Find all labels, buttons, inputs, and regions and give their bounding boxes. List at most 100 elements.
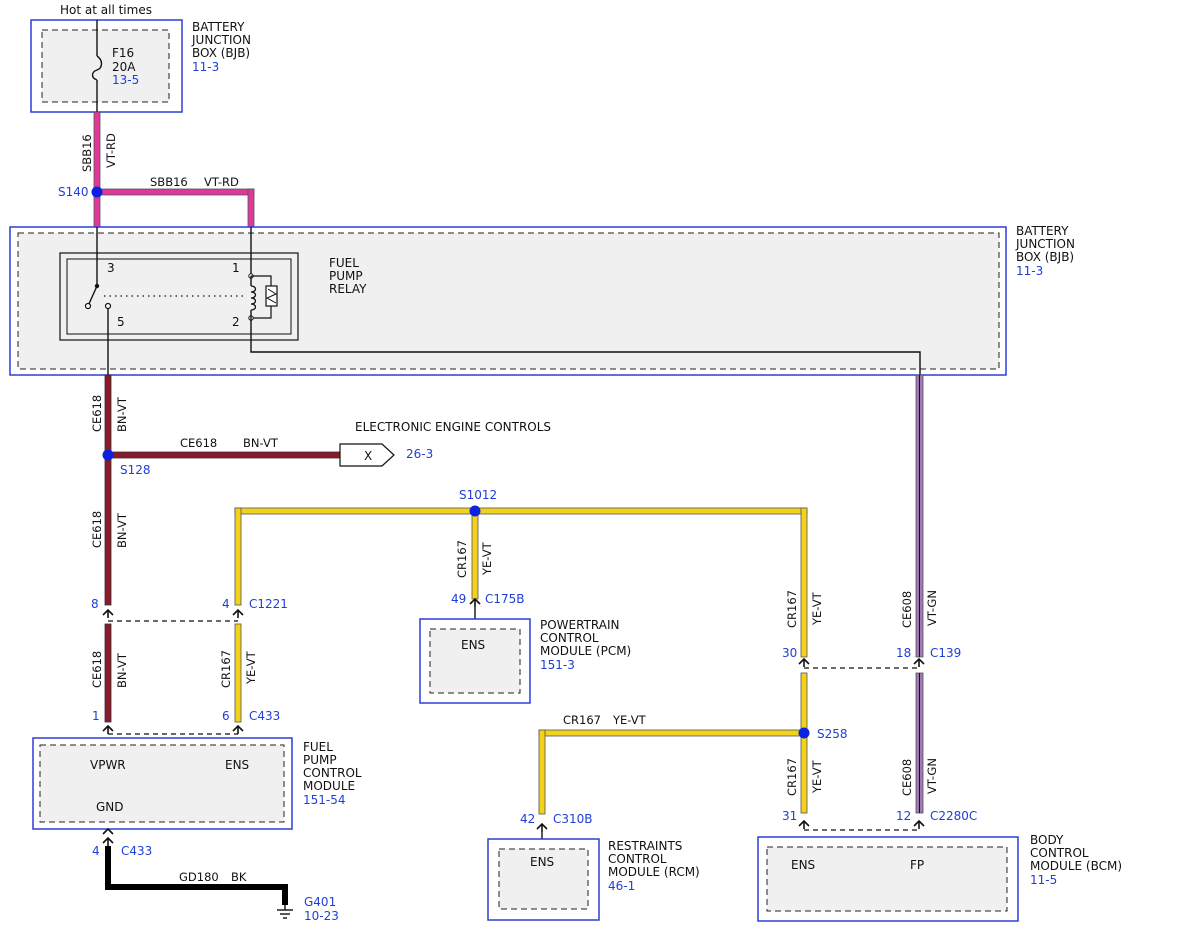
c139-pin-30: 30 [782,646,797,660]
rcm-pin-ens: ENS [530,855,554,869]
c310b-pin: 42 [520,812,535,826]
fpcm-title-2: PUMP [303,753,337,767]
fpcm-pin-ens: ENS [225,758,249,772]
ground-ref[interactable]: 10-23 [304,909,339,923]
c433-bottom-pin: 4 [92,844,100,858]
bjb-top-ref[interactable]: 11-3 [192,60,219,74]
c2280c-pin-31: 31 [782,809,797,823]
rcm-title-1: RESTRAINTS [608,839,682,853]
cr167-color-fpcm: YE-VT [244,650,258,685]
ground-icon [277,905,293,919]
relay-pin-3: 3 [107,261,115,275]
relay-pin-5: 5 [117,315,125,329]
pcm-title-3: MODULE (PCM) [540,644,631,658]
c139-label: C139 [930,646,961,660]
cr167-color-bcm-1: YE-VT [810,591,824,626]
fpcm-pin-vpwr: VPWR [90,758,126,772]
c175b-pin: 49 [451,592,466,606]
eec-connector-label: X [364,449,372,463]
bcm-ref[interactable]: 11-5 [1030,873,1057,887]
fpcm-title-4: MODULE [303,779,355,793]
gd180-circuit: GD180 [179,870,219,884]
ground-name: G401 [304,895,336,909]
bjb-main-title-1: BATTERY [1016,224,1069,238]
fuse-rating: 20A [112,60,136,74]
ce618-color-h: BN-VT [243,436,279,450]
fuse-name: F16 [112,46,134,60]
eec-connector-icon[interactable] [339,443,395,467]
pcm-pin-ens: ENS [461,638,485,652]
c310b-label: C310B [553,812,593,826]
fuse-icon [91,20,103,112]
c1221-pin-4: 4 [222,597,230,611]
c1221-pin-8: 8 [91,597,99,611]
fpcm-title-1: FUEL [303,740,333,754]
bcm-title-3: MODULE (BCM) [1030,859,1122,873]
bjb-top-inner [41,29,170,103]
c433-top-pin-1: 1 [92,709,100,723]
hot-at-all-times-label: Hot at all times [60,3,152,17]
ce618-color-3: BN-VT [115,652,129,688]
gd180-color: BK [231,870,247,884]
wire-cr167 [234,507,808,815]
bjb-main-ref[interactable]: 11-3 [1016,264,1043,278]
sbb16-vert-color: VT-RD [104,133,118,168]
c175b-label: C175B [485,592,525,606]
cr167-color-rcm: YE-VT [612,713,647,727]
splice-s128-label: S128 [120,463,151,477]
fuse-ref[interactable]: 13-5 [112,73,139,87]
ce618-color-2: BN-VT [115,512,129,548]
pcm-ref[interactable]: 151-3 [540,658,575,672]
c2280c-label: C2280C [930,809,977,823]
connector-c310b [536,823,548,833]
ce618-color-1: BN-VT [115,396,129,432]
relay-switch-icon [84,227,245,375]
eec-ref[interactable]: 26-3 [406,447,433,461]
bcm-pin-ens: ENS [791,858,815,872]
c139-pin-18: 18 [896,646,911,660]
ce608-circuit-2: CE608 [900,759,914,796]
splice-s128-marker [102,449,114,461]
cr167-circuit-pcm: CR167 [455,540,469,578]
fpcm-ref[interactable]: 151-54 [303,793,346,807]
ce618-circuit-1: CE618 [90,395,104,432]
relay-title-1: FUEL [329,256,359,270]
cr167-color-pcm: YE-VT [480,541,494,576]
ce608-color-1: VT-GN [925,590,939,626]
c1221-label: C1221 [249,597,288,611]
cr167-circuit-bcm-2: CR167 [785,758,799,796]
sbb16-horiz-color: VT-RD [204,175,239,189]
ce608-circuit-1: CE608 [900,591,914,628]
wire-ce608 [915,374,924,814]
splice-s258-marker [798,727,810,739]
c433-bottom-label: C433 [121,844,152,858]
ce618-circuit-3: CE618 [90,651,104,688]
bcm-title-1: BODY [1030,833,1064,847]
cr167-circuit-fpcm: CR167 [219,650,233,688]
splice-s258-label: S258 [817,727,848,741]
rcm-ref[interactable]: 46-1 [608,879,635,893]
fpcm-title-3: CONTROL [303,766,362,780]
relay-pin-1: 1 [232,261,240,275]
sbb16-vert-circuit: SBB16 [80,134,94,172]
c433-top-pin-6: 6 [222,709,230,723]
ce608-color-2: VT-GN [925,758,939,794]
connector-c2280c [798,820,925,831]
bjb-main-title-3: BOX (BJB) [1016,250,1074,264]
pcm-title-2: CONTROL [540,631,599,645]
cr167-color-bcm-2: YE-VT [810,759,824,794]
connector-c433-top [102,725,244,735]
rcm-title-3: MODULE (RCM) [608,865,700,879]
relay-pin-2: 2 [232,315,240,329]
connector-c433-bottom [102,827,114,847]
splice-s1012-marker [469,505,481,517]
splice-s140-marker [91,186,103,198]
wire-sbb16-vertical [93,111,101,228]
wire-sbb16-horizontal [96,188,255,228]
bjb-top-title-2: JUNCTION [191,33,251,47]
connector-c175b [469,598,481,608]
cr167-circuit-bcm-1: CR167 [785,590,799,628]
bjb-top-title-3: BOX (BJB) [192,46,250,60]
ce618-circuit-h: CE618 [180,436,217,450]
